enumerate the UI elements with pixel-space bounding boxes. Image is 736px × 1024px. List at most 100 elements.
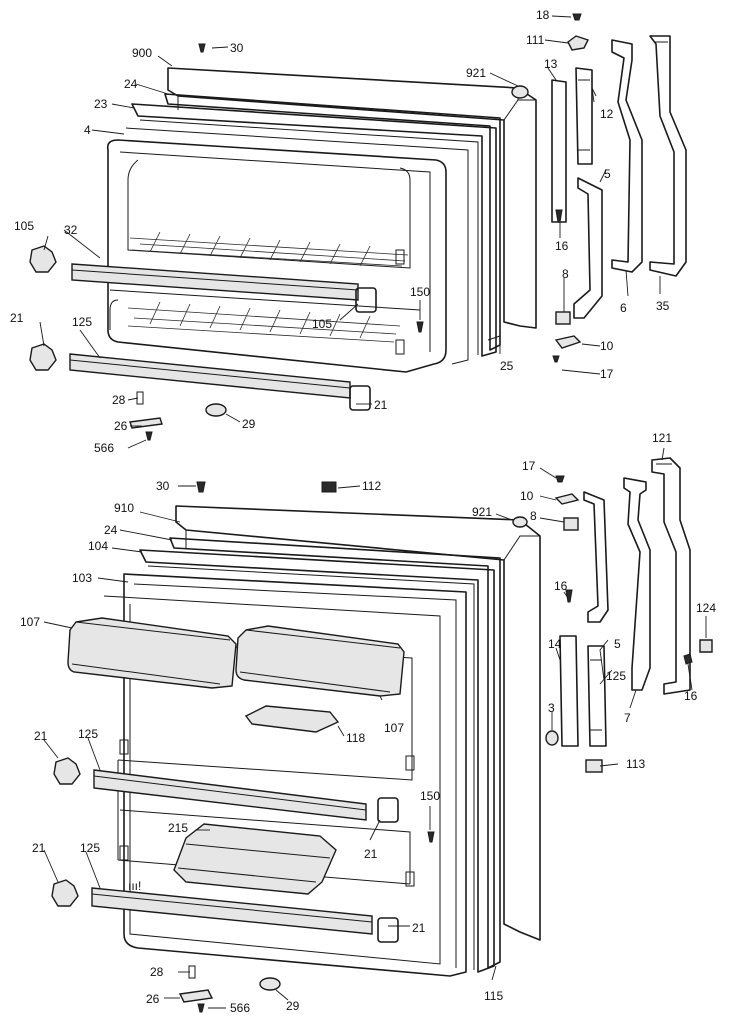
callout-6: 6 [620, 301, 627, 315]
screw-30-bottom [196, 481, 206, 493]
hinge-pin-111 [567, 35, 589, 51]
callout-566-bottom: 566 [230, 1001, 250, 1015]
screw-17-top [552, 355, 560, 363]
food-door-liner-104 [139, 549, 495, 973]
callout-30-top: 30 [230, 41, 244, 55]
shelf-support-105-left [29, 245, 57, 273]
callout-7: 7 [624, 711, 631, 725]
callout-35: 35 [656, 299, 670, 313]
screw-566-top [145, 431, 153, 441]
hinge-bracket-121 [651, 457, 691, 695]
door-bin-107-right [235, 625, 405, 697]
callout-26-top: 26 [114, 419, 128, 433]
callout-14: 14 [548, 637, 562, 651]
cap-113 [585, 759, 603, 773]
callout-30-bottom: 30 [156, 479, 170, 493]
callout-labels: 18 111 900 30 921 13 24 23 12 4 5 105 32… [10, 8, 716, 1015]
callout-24-top: 24 [124, 77, 138, 91]
callout-150-bottom: 150 [420, 789, 440, 803]
callout-5-bottom: 5 [614, 637, 621, 651]
dairy-compartment-215 [173, 823, 337, 895]
callout-8-top: 8 [562, 267, 569, 281]
bumper-29-bottom [259, 977, 281, 991]
callout-21-inner-mid: 21 [364, 847, 378, 861]
hinge-bracket-35 [649, 35, 687, 277]
callout-13: 13 [544, 57, 558, 71]
hinge-cover-125-side [587, 645, 607, 747]
callout-28-top: 28 [112, 393, 126, 407]
callout-921-top: 921 [466, 66, 486, 80]
callout-12: 12 [600, 107, 614, 121]
freezer-inner-liner [106, 139, 447, 373]
callout-3: 3 [548, 701, 555, 715]
callout-121: 121 [652, 431, 672, 445]
shelf-support-21-left [29, 343, 57, 371]
callout-125-bottom: 125 [80, 841, 100, 855]
callout-900: 900 [132, 46, 152, 60]
bumper-29-top [205, 403, 227, 417]
food-door-hinge-hardware [196, 457, 713, 773]
hinge-bracket-5-bottom [583, 491, 609, 623]
callout-28-bottom: 28 [150, 965, 164, 979]
callout-10-bottom: 10 [520, 489, 534, 503]
bracket-26-bottom [178, 989, 214, 1003]
callout-18: 18 [536, 8, 550, 22]
food-shelf-bar-125-middle [93, 769, 367, 821]
callout-26-bottom: 26 [146, 992, 160, 1006]
freezer-shelf-bar [71, 263, 359, 301]
freezer-door-gasket [164, 93, 501, 351]
callout-125-side: 125 [606, 669, 626, 683]
freezer-shelf-hatching-lower [127, 301, 401, 343]
door-bin-107-left [67, 617, 237, 689]
freezer-bottom-shelf-bar [69, 353, 351, 399]
screw-17-bottom [555, 475, 565, 483]
leader-lines [39, 15, 707, 1009]
callout-17-top: 17 [600, 367, 614, 381]
callout-104: 104 [88, 539, 108, 553]
callout-21-left-top: 21 [10, 311, 24, 325]
callout-21-left-bottom: 21 [32, 841, 46, 855]
callout-215: 215 [168, 821, 188, 835]
fresh-food-door-assembly: ııı! [67, 505, 541, 977]
shelf-support-clip-21-inner-bottom [377, 917, 399, 943]
washer-124 [699, 639, 713, 653]
shelf-support-clip-105-inner [355, 287, 377, 313]
callout-921-bottom: 921 [472, 505, 492, 519]
hinge-bracket-5-top [573, 177, 603, 319]
callout-25: 25 [500, 359, 514, 373]
tray-118 [244, 705, 340, 733]
callout-4: 4 [84, 123, 91, 137]
callout-5-top: 5 [604, 167, 611, 181]
freezer-shelf-hatching-upper [129, 231, 409, 267]
callout-8-bottom: 8 [530, 509, 537, 523]
screw-16-bottom [565, 589, 573, 603]
food-door-loose-parts [51, 321, 435, 1013]
callout-566-top: 566 [94, 441, 114, 455]
screw-150-top [416, 321, 424, 333]
screw-16-right [683, 653, 693, 665]
screw-150-bottom [427, 831, 435, 843]
plug-button-921-bottom [512, 516, 528, 528]
callout-124: 124 [696, 601, 716, 615]
callout-32: 32 [64, 223, 78, 237]
freezer-door-assembly [69, 67, 537, 411]
callout-910: 910 [114, 501, 134, 515]
callout-17-bottom: 17 [522, 459, 536, 473]
callout-125-mid: 125 [78, 727, 98, 741]
screw-566-bottom [197, 1003, 205, 1013]
callout-23: 23 [94, 97, 108, 111]
callout-29-top: 29 [242, 417, 256, 431]
food-door-inner-liner-103 [123, 573, 467, 977]
callout-150-top: 150 [410, 285, 430, 299]
callout-115: 115 [484, 989, 503, 1003]
shelf-support-21-left-bottom [51, 879, 79, 907]
screw-18 [572, 13, 582, 21]
callout-21-inner-bottom: 21 [412, 921, 426, 935]
hinge-bracket-6 [611, 39, 643, 273]
callout-105-inner: 105 [312, 317, 332, 331]
bracket-26-top [129, 417, 163, 429]
callout-24-bottom: 24 [104, 523, 118, 537]
callout-103: 103 [72, 571, 92, 585]
freezer-hinge-hardware [198, 13, 687, 363]
